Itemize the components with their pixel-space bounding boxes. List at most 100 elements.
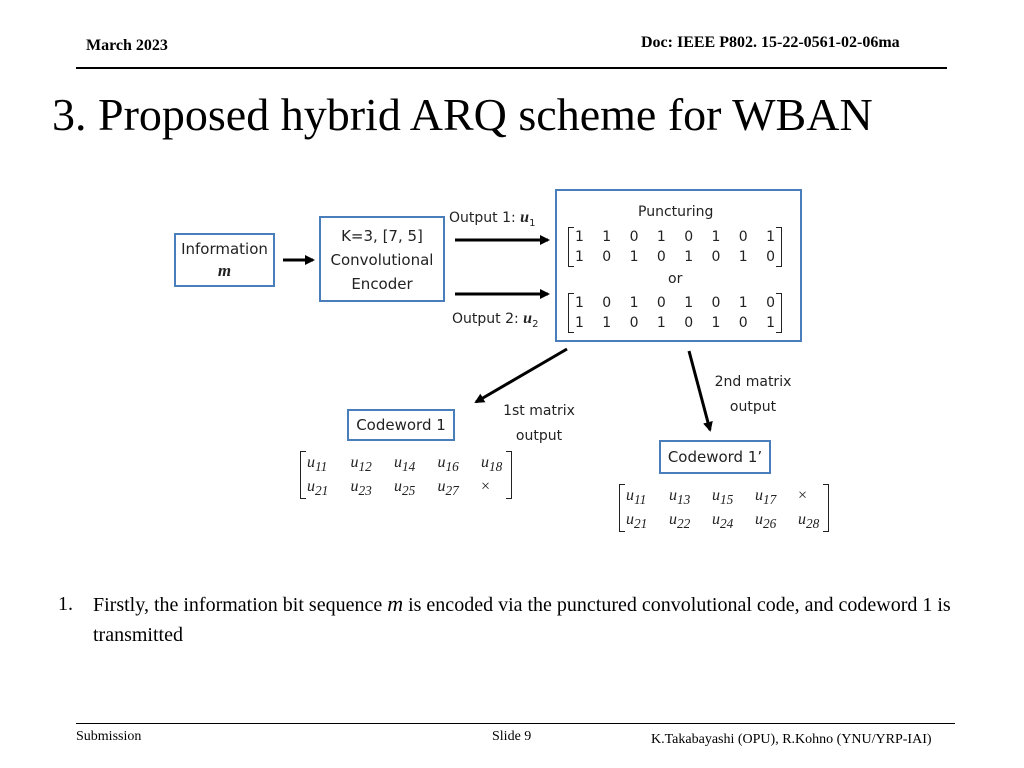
footer-slide-number: Slide 9 <box>492 729 532 744</box>
footer-divider <box>76 723 955 724</box>
codeword-cell: u11 <box>307 454 328 475</box>
codeword-cell: u12 <box>350 454 372 475</box>
matrix-bracket-left <box>300 451 306 499</box>
output-2-text: Output 2: <box>452 311 524 327</box>
codeword-cell: u14 <box>394 454 416 475</box>
matrix-cell: 1 <box>711 315 721 331</box>
output-2-label: Output 2: u2 <box>452 310 538 330</box>
matrix-cell: 1 <box>656 229 666 245</box>
matrix-bracket-left <box>568 227 574 267</box>
codeword-cell: u11 <box>626 487 647 508</box>
matrix-cell: 0 <box>738 315 748 331</box>
codeword-cell: u13 <box>669 487 691 508</box>
matrix-cell: 0 <box>684 229 694 245</box>
codeword-cell: u21 <box>307 478 329 499</box>
bullet-text: Firstly, the information bit sequence m … <box>93 589 953 650</box>
header-doc-id: Doc: IEEE P802. 15-22-0561-02-06ma <box>641 34 900 51</box>
first-output-line1: 1st matrix <box>503 403 575 419</box>
bullet-text-after: is encoded via the punctured convolution… <box>93 594 951 646</box>
encoder-box: K=3, [7, 5] Convolutional Encoder <box>319 216 445 302</box>
cell-index: 25 <box>402 483 416 499</box>
second-output-line1: 2nd matrix <box>714 374 792 390</box>
codeword-cell: u23 <box>350 478 372 499</box>
codeword-cell: u18 <box>481 454 503 475</box>
matrix-cell: 1 <box>738 295 748 311</box>
codeword-1-prime-box: Codeword 1’ <box>659 440 771 474</box>
matrix-row: 1 0 1 0 1 0 1 0 <box>575 247 775 267</box>
cell-index: 21 <box>634 516 648 532</box>
matrix-cell: 1 <box>738 249 748 265</box>
cell-index: 13 <box>677 492 691 508</box>
matrix-cell: 0 <box>738 229 748 245</box>
matrix-cell: 0 <box>602 249 612 265</box>
encoder-line2: Convolutional <box>330 251 434 269</box>
cell-index: 11 <box>634 492 647 508</box>
information-var: m <box>217 261 232 280</box>
matrix-cell: 0 <box>684 315 694 331</box>
codeword-cell: u21 <box>626 511 648 532</box>
header-date: March 2023 <box>86 37 168 54</box>
matrix-cell: 0 <box>711 249 721 265</box>
matrix-cell: 1 <box>684 295 694 311</box>
codeword-cell: u17 <box>755 487 777 508</box>
cell-index: 16 <box>445 459 459 475</box>
matrix-bracket-left <box>568 293 574 333</box>
matrix-bracket-right <box>506 451 512 499</box>
second-output-line2: output <box>729 399 777 415</box>
bullet-number: 1. <box>58 593 73 615</box>
puncturing-title: Puncturing <box>638 204 714 220</box>
codeword-1-prime-matrix: u11 u13 u15 u17 × u21 u22 u24 u26 u28 <box>619 484 829 532</box>
matrix-cell: 1 <box>602 315 612 331</box>
matrix-row: 1 1 0 1 0 1 0 1 <box>575 227 775 247</box>
matrix-cell: 1 <box>629 249 639 265</box>
cell-index: 28 <box>806 516 820 532</box>
cell-index: 21 <box>315 483 329 499</box>
bullet-var: m <box>387 591 404 616</box>
matrix-row: u21 u23 u25 u27 × <box>307 475 505 499</box>
footer-submission: Submission <box>76 729 142 744</box>
punctured-cell: × <box>481 478 491 495</box>
matrix-cell: 1 <box>575 295 584 311</box>
matrix-cell: 0 <box>656 249 666 265</box>
cell-index: 22 <box>677 516 691 532</box>
output-1-sub: 1 <box>529 217 536 229</box>
first-output-line2: output <box>515 428 563 444</box>
cell-index: 15 <box>720 492 734 508</box>
cell-index: 18 <box>489 459 503 475</box>
matrix-bracket-right <box>776 227 782 267</box>
bullet-text-before: Firstly, the information bit sequence <box>93 594 388 616</box>
arrow-first-matrix <box>474 347 568 404</box>
output-1-text: Output 1: <box>449 210 521 226</box>
first-matrix-output-label: 1st matrix output <box>503 399 575 449</box>
cell-index: 12 <box>358 459 372 475</box>
information-box: Information m <box>174 233 275 287</box>
matrix-cell: 0 <box>629 229 639 245</box>
matrix-cell: 1 <box>684 249 694 265</box>
codeword-cell: u26 <box>755 511 777 532</box>
codeword-cell: u22 <box>669 511 691 532</box>
matrix-cell: 1 <box>575 249 584 265</box>
codeword-cell: u25 <box>394 478 416 499</box>
second-matrix-output-label: 2nd matrix output <box>713 370 793 420</box>
codeword-cell: u24 <box>712 511 734 532</box>
matrix-cell: 0 <box>766 295 775 311</box>
matrix-bracket-right <box>776 293 782 333</box>
matrix-row: u21 u22 u24 u26 u28 <box>626 508 822 532</box>
puncturing-matrix-1: 1 1 0 1 0 1 0 1 1 0 1 0 1 0 1 0 <box>568 227 782 267</box>
matrix-bracket-left <box>619 484 625 532</box>
matrix-cell: 0 <box>656 295 666 311</box>
matrix-row: u11 u13 u15 u17 × <box>626 484 822 508</box>
puncturing-box <box>555 189 802 342</box>
matrix-cell: 0 <box>629 315 639 331</box>
puncturing-matrix-2: 1 0 1 0 1 0 1 0 1 1 0 1 0 1 0 1 <box>568 293 782 333</box>
cell-index: 24 <box>720 516 734 532</box>
matrix-cell: 0 <box>766 249 775 265</box>
cell-index: 23 <box>358 483 372 499</box>
cell-index: 26 <box>763 516 777 532</box>
codeword-cell: u28 <box>798 511 820 532</box>
matrix-cell: 1 <box>575 229 584 245</box>
matrix-cell: 1 <box>711 229 721 245</box>
arrow-second-matrix <box>687 350 713 432</box>
matrix-cell: 1 <box>575 315 584 331</box>
